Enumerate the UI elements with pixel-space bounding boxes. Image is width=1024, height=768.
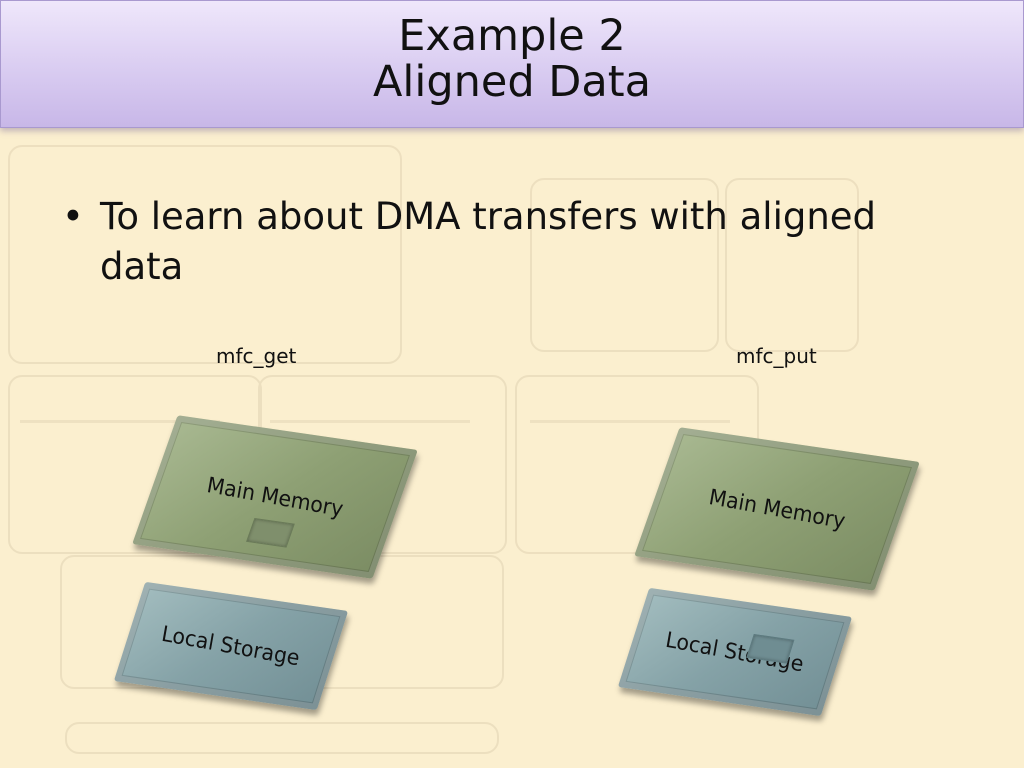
- bullet-text: To learn about DMA transfers with aligne…: [100, 195, 877, 288]
- memory-chunk-get: [246, 517, 295, 548]
- local-storage-label-get: Local Storage: [160, 621, 302, 671]
- main-memory-label-get: Main Memory: [204, 472, 346, 522]
- slide-title-line1: Example 2: [398, 11, 626, 61]
- main-memory-label-put: Main Memory: [706, 484, 848, 534]
- slide-title-line2: Aligned Data: [373, 57, 651, 107]
- diagram-caption-get: mfc_get: [216, 344, 297, 368]
- local-storage-block-get: Local Storage: [113, 581, 349, 711]
- bullet-dot-icon: •: [62, 195, 84, 238]
- title-bar: Example 2 Aligned Data: [0, 0, 1024, 128]
- bullet-item: • To learn about DMA transfers with alig…: [62, 192, 922, 292]
- main-memory-block-get: Main Memory: [132, 415, 418, 579]
- main-memory-block-put: Main Memory: [634, 427, 920, 591]
- local-storage-block-put: Local Storage: [617, 587, 853, 717]
- diagram-caption-put: mfc_put: [736, 344, 817, 368]
